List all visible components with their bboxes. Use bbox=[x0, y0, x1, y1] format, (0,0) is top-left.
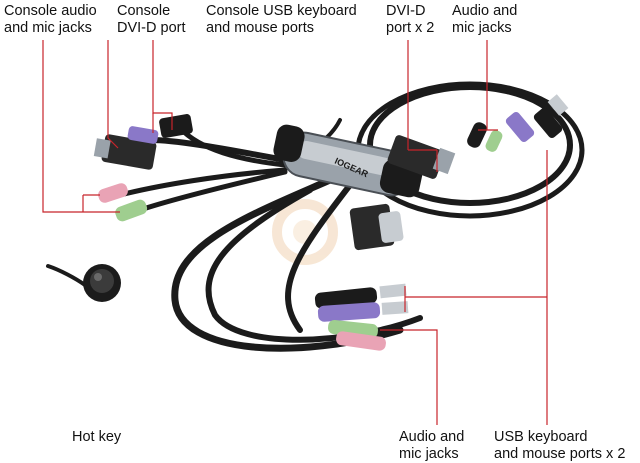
callout-dvi-ports-line2: port x 2 bbox=[386, 20, 435, 36]
callout-console-usb-line1: Console USB keyboard bbox=[206, 3, 357, 19]
callout-audio-top-line1: Audio and bbox=[452, 3, 518, 19]
callout-console-audio-line2: and mic jacks bbox=[4, 20, 92, 36]
callout-audio-bottom: Audio and mic jacks bbox=[399, 429, 464, 463]
callout-audio-top: Audio and mic jacks bbox=[452, 3, 517, 37]
callout-usb-ports-line1: USB keyboard bbox=[494, 429, 588, 445]
hot-key-button bbox=[46, 264, 121, 302]
lower-usb-audio-plugs bbox=[314, 283, 409, 351]
middle-dvi-plug bbox=[349, 203, 404, 251]
callout-dvi-ports: DVI-D port x 2 bbox=[386, 3, 434, 37]
callout-console-dvi-line2: DVI-D port bbox=[117, 20, 186, 36]
callout-console-audio: Console audio and mic jacks bbox=[4, 3, 97, 37]
callout-hot-key: Hot key bbox=[72, 429, 121, 446]
callout-console-dvi-line1: Console bbox=[117, 3, 171, 19]
callout-hot-key-line1: Hot key bbox=[72, 429, 122, 445]
kvm-hub bbox=[273, 124, 423, 198]
callout-usb-ports-line2: and mouse ports x 2 bbox=[494, 446, 626, 462]
callout-console-audio-line1: Console audio bbox=[4, 3, 97, 19]
callout-console-usb: Console USB keyboard and mouse ports bbox=[206, 3, 357, 37]
console-usb-plugs bbox=[127, 114, 193, 144]
leader-lines bbox=[42, 40, 548, 425]
callout-usb-ports: USB keyboard and mouse ports x 2 bbox=[494, 429, 625, 463]
console-audio-plugs bbox=[98, 183, 148, 222]
upper-dvi-plugs bbox=[387, 135, 456, 179]
callout-dvi-ports-line1: DVI-D bbox=[386, 3, 426, 19]
callout-console-dvi: Console DVI-D port bbox=[117, 3, 186, 37]
callout-audio-bottom-line1: Audio and bbox=[399, 429, 465, 445]
callout-console-usb-line2: and mouse ports bbox=[206, 20, 315, 36]
console-dvi-plug bbox=[93, 134, 157, 170]
upper-audio-usb-plugs bbox=[467, 94, 569, 152]
callout-audio-bottom-line2: mic jacks bbox=[399, 446, 459, 462]
callout-audio-top-line2: mic jacks bbox=[452, 20, 512, 36]
